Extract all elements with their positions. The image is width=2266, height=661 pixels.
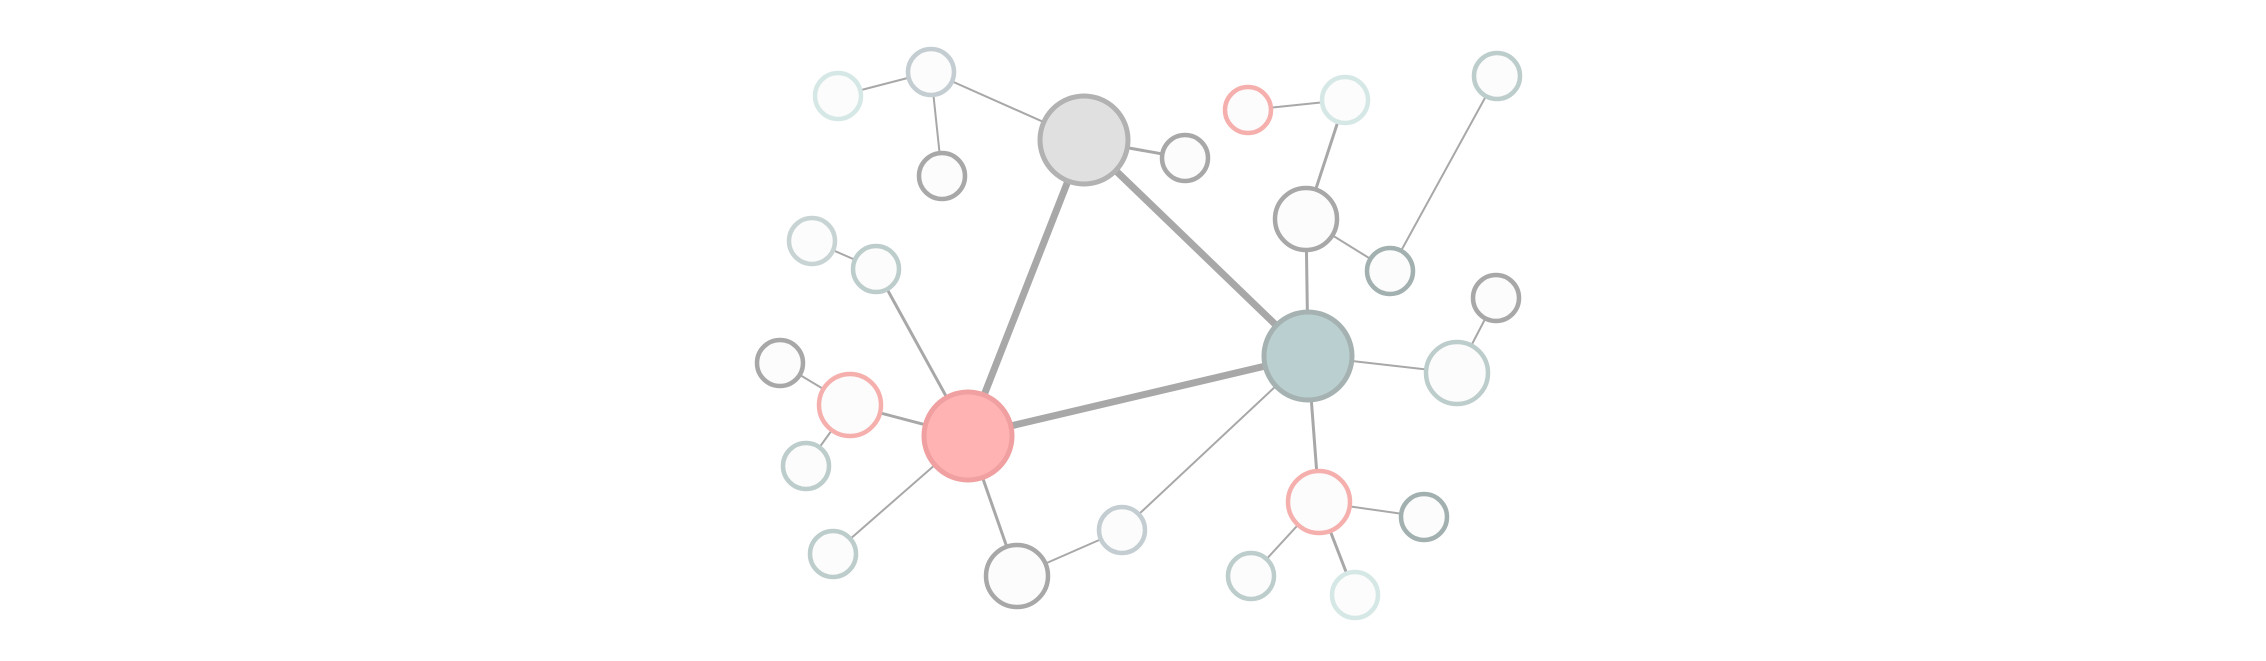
node-n-right-small	[1364, 245, 1416, 297]
node-n-bottom-right-low	[1225, 550, 1277, 602]
node-n-far-left	[754, 337, 806, 389]
node-n-top-pale	[1319, 74, 1371, 126]
node-n-grey-right	[1159, 132, 1211, 184]
edge-hub-grey-hub-red	[964, 136, 1088, 440]
node-n-bottom-mid	[983, 542, 1051, 610]
node-n-top-left	[905, 46, 957, 98]
node-n-top-pink	[1222, 84, 1274, 136]
edge-hub-grey-hub-teal	[1080, 136, 1312, 360]
node-n-top-left-outer	[812, 70, 864, 122]
nodes-layer	[754, 46, 1523, 621]
edge-n-right-small-n-far-top-right	[1389, 75, 1498, 272]
node-n-bottom-right-dark	[1398, 491, 1450, 543]
node-n-bottom-right-pink	[1285, 468, 1353, 536]
node-hub-grey	[1037, 93, 1131, 187]
node-n-bottom-center	[1096, 504, 1148, 556]
node-n-right-mid	[1423, 339, 1491, 407]
node-hub-red	[921, 389, 1015, 483]
node-n-top-left-low	[916, 150, 968, 202]
node-n-bottom-right-pale	[1329, 569, 1381, 621]
node-n-upper-right-mid	[1272, 185, 1340, 253]
node-n-right-far	[1470, 272, 1522, 324]
node-n-left-upper-outer	[786, 215, 838, 267]
node-n-left-upper	[850, 243, 902, 295]
edge-hub-red-hub-teal	[964, 352, 1312, 440]
node-n-left-red	[816, 371, 884, 439]
node-n-left-lower	[780, 440, 832, 492]
node-n-far-top-right	[1471, 50, 1523, 102]
node-hub-teal	[1261, 309, 1355, 403]
node-n-bottom-left	[807, 528, 859, 580]
